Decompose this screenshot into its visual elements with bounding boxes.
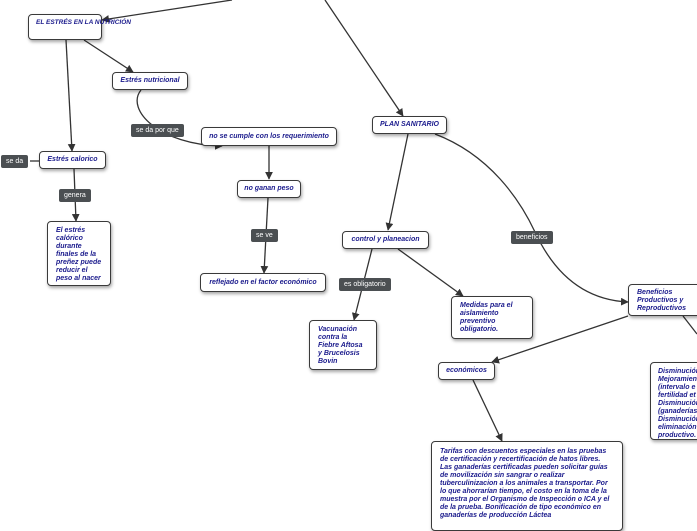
node-estres-nutricion[interactable]: EL ESTRÉS EN LA NUTRICIÓN	[28, 14, 131, 40]
node-tarifas[interactable]: Tarifas con descuentos especiales en las…	[431, 441, 623, 531]
label-genera: genera	[59, 189, 91, 202]
connector-nutricion-to-calorico	[65, 39, 76, 152]
connector-layer	[30, 0, 697, 442]
node-beneficios-productivos[interactable]: Beneficios Productivos y Reproductivos	[628, 284, 697, 316]
connector-plan-to-beneficios	[434, 133, 629, 306]
node-medidas[interactable]: Medidas para el aislamiento preventivo o…	[451, 296, 533, 339]
node-economicos[interactable]: económicos	[438, 362, 495, 380]
node-no-cumple[interactable]: no se cumple con los requerimiento	[201, 127, 337, 146]
node-control-planeacion[interactable]: control y planeacion	[342, 231, 429, 249]
connector-nutricion-to-nutricional	[83, 39, 134, 73]
node-reflejado[interactable]: reflejado en el factor económico	[200, 273, 326, 292]
connector-beneficios-to-disminucion	[682, 315, 697, 335]
label-se-da-por-que: se da por que	[131, 124, 184, 137]
connector-root-to-nutricion	[101, 0, 233, 23]
node-estres-calorico[interactable]: Estrés calorico	[39, 151, 106, 169]
connector-beneficios-to-economicos	[491, 315, 629, 364]
connector-plan-to-control	[385, 133, 409, 231]
node-no-ganan-peso[interactable]: no ganan peso	[237, 180, 301, 198]
connector-control-to-medidas	[397, 248, 464, 297]
label-beneficios: beneficios	[511, 231, 553, 244]
label-es-obligatorio: es obligatorio	[339, 278, 391, 291]
node-vacunacion[interactable]: Vacunación contra la Fiebre Aftosa y Bru…	[309, 320, 377, 370]
node-plan-sanitario[interactable]: PLAN SANITARIO	[372, 116, 447, 134]
label-se-da: se da	[1, 155, 29, 168]
node-disminucion[interactable]: Disminución Mejoramiento (intervalo e fe…	[650, 362, 697, 440]
label-se-ve: se ve	[251, 229, 278, 242]
connector-economicos-to-tarifas	[472, 379, 503, 442]
node-estres-nutricional[interactable]: Estrés nutricional	[112, 72, 188, 90]
node-estres-calorico-text[interactable]: El estrés calórico durante finales de la…	[47, 221, 111, 286]
connector-root-to-plan	[324, 0, 404, 117]
